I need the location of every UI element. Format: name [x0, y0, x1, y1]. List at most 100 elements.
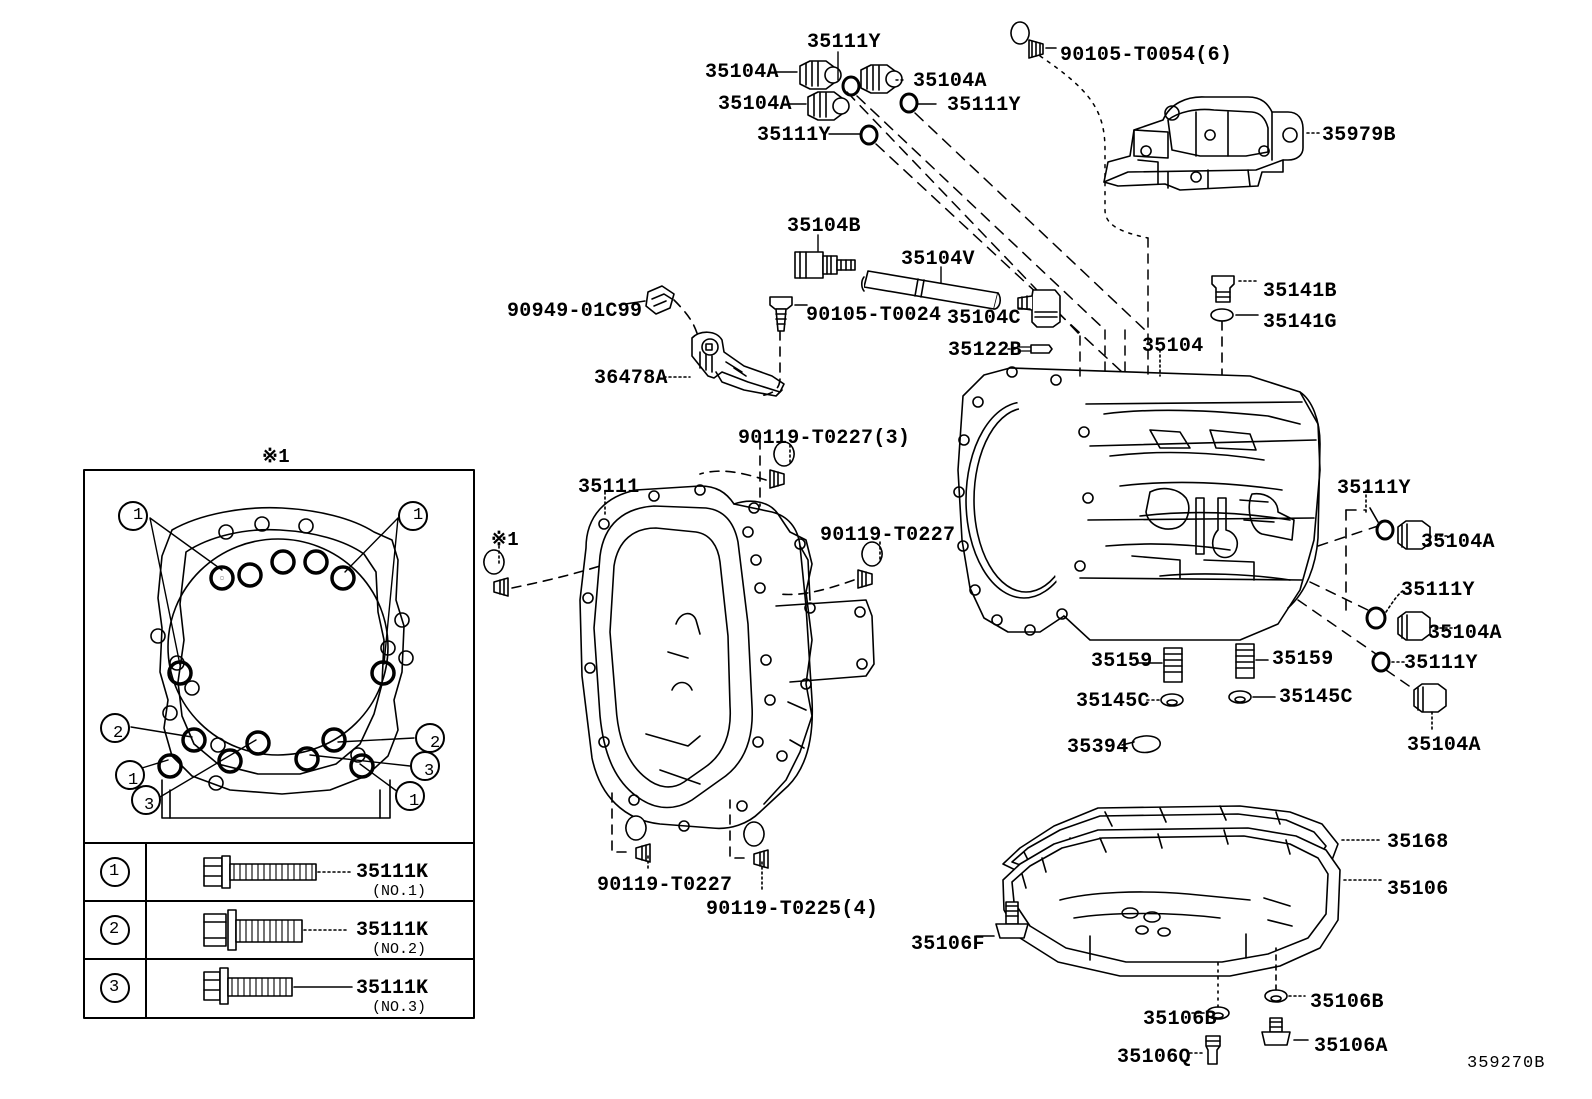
bolt-90105-t0054 [1010, 21, 1057, 59]
part-label-35106b: 35106B [1310, 991, 1384, 1014]
oring-35111y-6 [1371, 651, 1391, 673]
part-label-90119-t0225-4: 90119-T0225(4) [706, 898, 879, 921]
part-label-35104a: 35104A [1407, 734, 1481, 757]
oring-35111y-2 [899, 92, 919, 114]
part-label-35106a: 35106A [1314, 1035, 1388, 1058]
plug-35104a-5 [1397, 611, 1431, 641]
part-35979b [1103, 96, 1304, 191]
oring-35111y-5 [1365, 606, 1387, 630]
reference-mark: ※1 [491, 529, 519, 551]
part-label-36478a: 36478A [594, 367, 668, 390]
part-label-35394: 35394 [1067, 736, 1129, 759]
bolt-35106f [995, 901, 1029, 939]
part-label-35104a: 35104A [718, 93, 792, 116]
plug-35104a-4 [1397, 520, 1431, 550]
part-label-35159: 35159 [1272, 648, 1334, 671]
part-label-90105-t0024: 90105-T0024 [806, 304, 942, 327]
part-35104b [794, 251, 856, 279]
part-label-35145c: 35145C [1076, 690, 1150, 713]
legend-row-number-1: 1 [109, 862, 120, 881]
part-label-90119-t0227-3: 90119-T0227(3) [738, 427, 911, 450]
inset-callout-3: 3 [424, 762, 435, 781]
inset-callout-1: 1 [409, 792, 420, 811]
part-label-35104: 35104 [1142, 335, 1204, 358]
plug-35104a-2 [860, 64, 903, 94]
bolt-90119-t0225 [743, 821, 769, 869]
legend-row-part-2: 35111K [356, 919, 429, 942]
part-35141g [1210, 308, 1234, 322]
part-label-35104a: 35104A [705, 61, 779, 84]
part-label-35111y: 35111Y [757, 124, 831, 147]
inset-callout-2: 2 [113, 724, 124, 743]
oring-35111y-4 [1375, 519, 1395, 541]
part-90949-01c99 [645, 285, 675, 315]
part-label-35168: 35168 [1387, 831, 1449, 854]
part-label-35111y: 35111Y [1404, 652, 1478, 675]
part-label-35111y: 35111Y [1337, 477, 1411, 500]
inset-callout-1: 1 [413, 506, 424, 525]
inset-callout-2: 2 [430, 734, 441, 753]
part-35122b [1017, 344, 1053, 354]
part-label-35145c: 35145C [1279, 686, 1353, 709]
part-36478a [691, 331, 785, 397]
bolt-90105-t0024 [769, 296, 793, 332]
part-label-35111y: 35111Y [807, 31, 881, 54]
part-label-35104a: 35104A [1428, 622, 1502, 645]
legend-row-note-2: (NO.2) [372, 941, 427, 958]
oring-35111y-1 [841, 75, 861, 97]
part-label-35104c: 35104C [947, 307, 1021, 330]
bolt-90119-t0227-c [625, 815, 651, 863]
part-35141b [1211, 275, 1235, 303]
part-label-35159: 35159 [1091, 650, 1153, 673]
part-label-35104b: 35104B [787, 215, 861, 238]
legend-bolt-1 [203, 855, 353, 889]
part-35104c [1017, 289, 1061, 328]
bolt-35106a [1261, 1017, 1291, 1046]
legend-row-part-1: 35111K [356, 861, 429, 884]
bolt-90119-t0227-a [769, 441, 795, 489]
plug-35104a-1 [799, 60, 842, 90]
part-label-35111y: 35111Y [1401, 579, 1475, 602]
inset-callout-1: 1 [128, 771, 139, 790]
legend-row-part-3: 35111K [356, 977, 429, 1000]
part-label-35141g: 35141G [1263, 311, 1337, 334]
plug-35104a-3 [807, 91, 850, 121]
part-label-35104a: 35104A [1421, 531, 1495, 554]
inset-callout-1: 1 [133, 506, 144, 525]
part-label-35104v: 35104V [901, 248, 975, 271]
part-label-35106f: 35106F [911, 933, 985, 956]
legend-row-number-3: 3 [109, 978, 120, 997]
part-label-35111: 35111 [578, 476, 640, 499]
part-label-35141b: 35141B [1263, 280, 1337, 303]
legend-row-note-1: (NO.1) [372, 883, 427, 900]
inset-callout-3: 3 [144, 796, 155, 815]
oring-35111y-3 [859, 124, 879, 146]
part-label-35106b: 35106B [1143, 1008, 1217, 1031]
part-label-35111y: 35111Y [947, 94, 1021, 117]
bolt-90119-t0227-b [857, 541, 883, 589]
part-label-90119-t0227: 90119-T0227 [820, 524, 956, 547]
drawing-code: 359270B [1467, 1054, 1546, 1073]
part-35106q [1205, 1035, 1221, 1065]
part-label-35104a: 35104A [913, 70, 987, 93]
legend-bolt-3 [203, 967, 353, 1005]
part-label-90119-t0227: 90119-T0227 [597, 874, 733, 897]
bolt-ref-1 [483, 549, 509, 597]
inset-title: ※1 [262, 446, 290, 468]
inset-bellhousing-face [150, 506, 414, 819]
legend-bolt-2 [203, 909, 349, 951]
part-35104v [861, 270, 1001, 310]
part-35159-2 [1235, 643, 1255, 679]
part-label-35122b: 35122B [948, 339, 1022, 362]
part-label-90949-01c99: 90949-01C99 [507, 300, 643, 323]
legend-row-number-2: 2 [109, 920, 120, 939]
plug-35104a-6 [1413, 683, 1447, 713]
legend-row-note-3: (NO.3) [372, 999, 427, 1016]
part-label-90105-t0054-6: 90105-T0054(6) [1060, 44, 1233, 67]
part-35106-oilpan [1002, 827, 1341, 977]
part-35104-case [953, 366, 1321, 641]
part-label-35106: 35106 [1387, 878, 1449, 901]
part-35159-1 [1163, 647, 1183, 683]
